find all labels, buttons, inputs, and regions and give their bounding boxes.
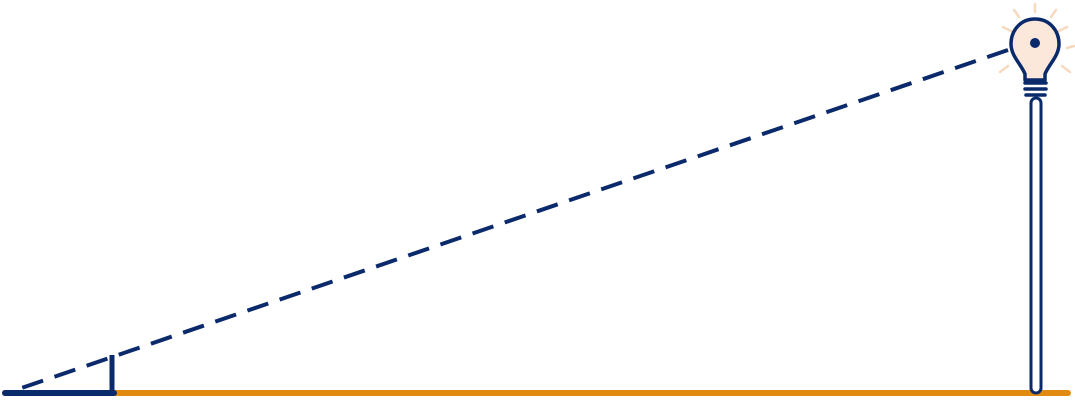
light-bulb-icon bbox=[1009, 17, 1061, 97]
light-ray-dashed bbox=[9, 48, 1009, 394]
light-rays-icon bbox=[998, 2, 1075, 74]
lamp-post bbox=[1029, 96, 1043, 395]
